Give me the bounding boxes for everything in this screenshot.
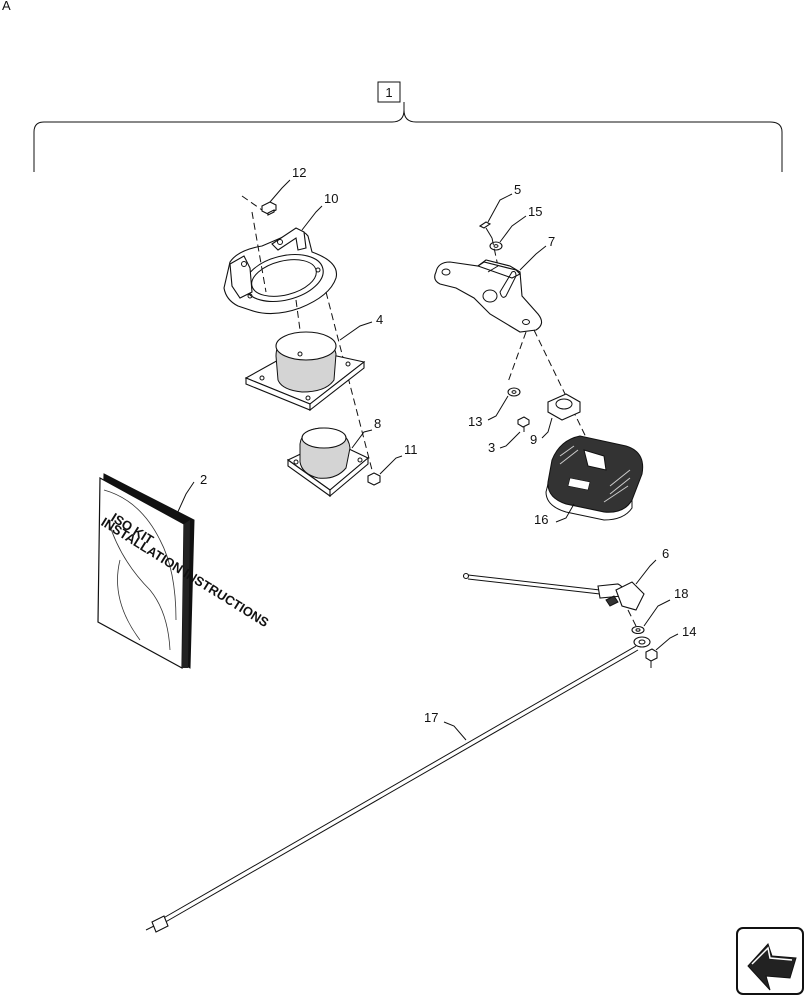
callout-1: 1 xyxy=(385,85,392,100)
harness-6-part: 6 xyxy=(462,546,669,611)
callout-14: 14 xyxy=(682,624,696,639)
callout-8: 8 xyxy=(374,416,381,431)
callout-18: 18 xyxy=(674,586,688,601)
assembly-line-10 xyxy=(295,299,301,331)
controller-16-part: 16 xyxy=(534,435,644,527)
callout-4: 4 xyxy=(376,312,383,327)
screw-3-part: 3 xyxy=(488,416,530,455)
bracket-7-part: 7 xyxy=(434,234,555,333)
callout-12: 12 xyxy=(292,165,306,180)
nut-11-part: 11 xyxy=(367,442,418,486)
assembly-line-5 xyxy=(491,237,501,277)
manual-2-part: ISO KIT INSTALLATION INSTRUCTIONS 2 xyxy=(97,472,272,670)
callout-2: 2 xyxy=(200,472,207,487)
callout-box-1 xyxy=(377,81,401,103)
callout-7: 7 xyxy=(548,234,555,249)
assembly-line-6 xyxy=(627,609,637,627)
callout-3: 3 xyxy=(488,440,495,455)
bolt-12-part: 12 xyxy=(241,165,306,216)
assembly-line-12 xyxy=(251,211,267,293)
next-page-arrow-icon[interactable] xyxy=(736,927,804,995)
callout-11: 11 xyxy=(404,442,418,457)
grommet-8-part: 8 xyxy=(286,416,381,498)
bolt-14-part: 14 xyxy=(645,624,696,668)
screw-5-part: 5 xyxy=(478,182,521,239)
callout-5: 5 xyxy=(514,182,521,197)
washer-18-part: 18 xyxy=(631,586,688,635)
callout-15: 15 xyxy=(528,204,542,219)
callout-9: 9 xyxy=(530,432,537,447)
washer-15-part: 15 xyxy=(489,204,542,251)
assembly-line-11 xyxy=(325,291,373,471)
boot-4-part: 4 xyxy=(244,312,383,412)
callout-17: 17 xyxy=(424,710,438,725)
callout-10: 10 xyxy=(324,191,338,206)
antenna-17-part: 17 xyxy=(145,636,651,933)
callout-6: 6 xyxy=(662,546,669,561)
cup-bracket-10-part: 10 xyxy=(223,191,338,315)
washer-13-part: 13 xyxy=(468,387,521,429)
kit-bracket: 1 xyxy=(33,81,783,172)
callout-16: 16 xyxy=(534,512,548,527)
clip-9-part: 9 xyxy=(530,393,581,447)
corner-mark: A xyxy=(2,0,11,13)
assembly-line-7a xyxy=(507,331,527,383)
callout-13: 13 xyxy=(468,414,482,429)
